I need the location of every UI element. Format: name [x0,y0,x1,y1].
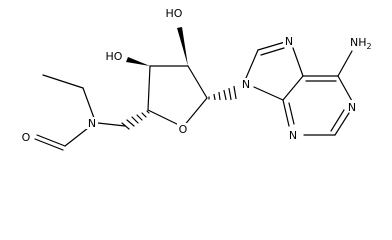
hash-c1-n9 [208,85,237,101]
bond-n3-c4-b [288,102,295,125]
mask-amide-n [86,117,98,129]
bond-co-b [34,138,64,151]
bonds [34,27,353,151]
label-n1: N [348,101,356,114]
bond-n-formyl [64,127,89,147]
label-ring-oxygen: O [179,123,188,136]
label-amide-n: N [88,117,96,130]
bond-c6-n1 [337,75,353,102]
bond-c4-c3 [147,65,151,111]
atom-labels: HO HO O N N N N NH2 N O [22,7,372,144]
bond-c4-n9 [253,86,284,101]
bond-co-a [36,134,66,147]
label-n3: N [289,129,297,142]
bond-c6-nh2 [337,50,353,77]
bond-n1-c2-a [334,112,350,136]
bond-n3-c4-a [282,99,290,127]
label-amine-nh: NH [350,36,367,49]
label-n7: N [285,35,293,48]
bond-c8-n7-b [260,47,285,56]
mask-n3 [287,128,299,140]
wedge-c3-oh [126,57,150,66]
mask-ring-oxygen [177,123,189,135]
bond-n9-c8 [245,49,259,79]
label-oh-left: HO [106,50,123,63]
bond-c2-c1 [187,65,208,99]
structural-formula: HO HO O N N N N NH2 N O [22,7,372,151]
bond-c5-n [97,122,126,127]
label-amine: NH2 [350,36,372,51]
bond-ethyl-ch3 [42,74,84,89]
mask-n9 [240,78,252,90]
bond-c5-c4 [282,75,304,101]
mask-n1 [346,100,358,112]
hash-c4-c5 [121,110,150,130]
bond-c1-o4 [182,97,208,128]
label-oh-top: HO [166,7,183,20]
wedge-c2-oh [177,27,188,66]
bond-n7-c5 [292,47,304,77]
bond-n-ethyl [82,87,95,119]
label-amine-subscript: 2 [367,42,372,51]
bond-n1-c2-b [330,109,345,132]
label-carbonyl-o: O [22,131,31,144]
mask-n7 [283,35,295,47]
label-n9: N [242,78,250,91]
bond-c8-n7-a [257,41,286,51]
